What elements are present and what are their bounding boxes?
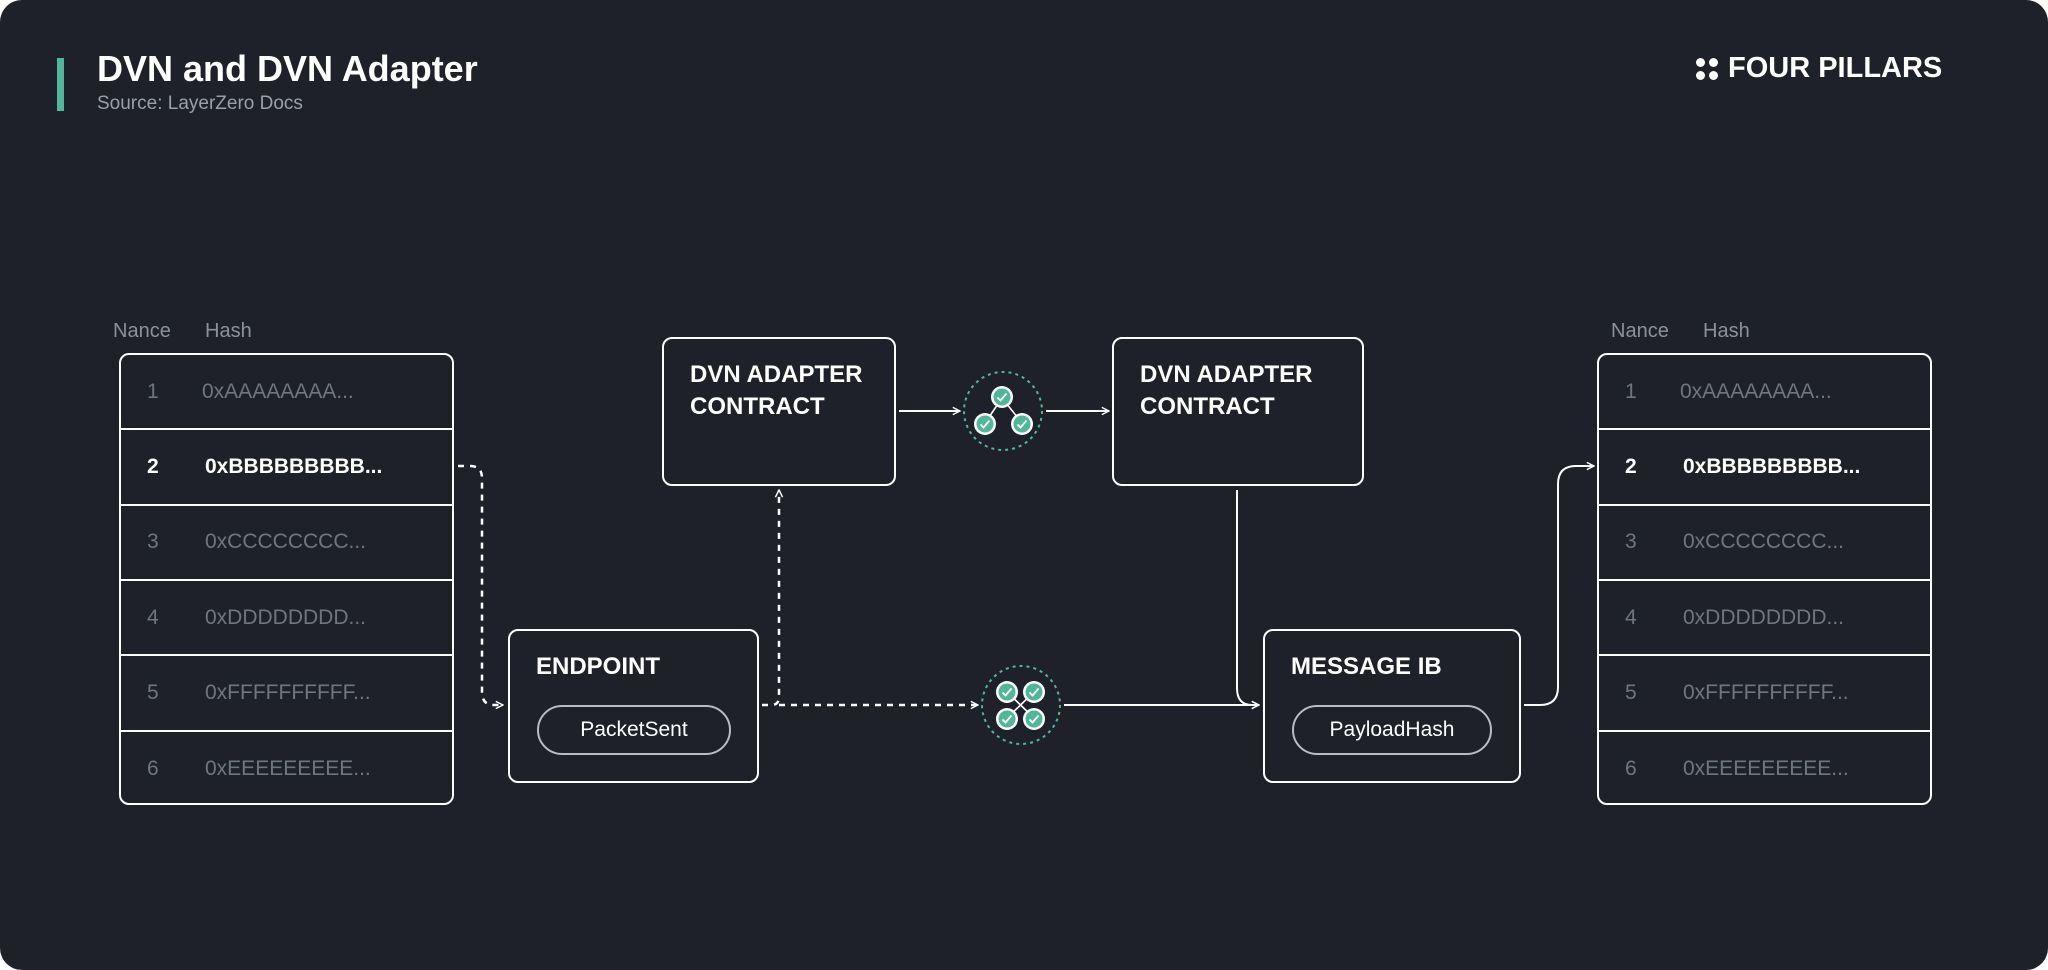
nonce-cell: 2: [1625, 454, 1637, 478]
source-to-endpoint-connector: [458, 464, 503, 705]
packet-sent-pill: PacketSent: [537, 705, 731, 755]
hash-cell: 0xAAAAAAAA...: [1680, 379, 1832, 403]
nonce-cell: 5: [147, 680, 159, 704]
table-row: 4 0xDDDDDDDD...: [121, 581, 452, 657]
nonce-cell: 4: [147, 605, 159, 629]
nonce-cell: 3: [1625, 530, 1637, 554]
nonce-cell: 3: [147, 530, 159, 554]
table-row: 1 0xAAAAAAAA...: [1599, 355, 1930, 431]
hash-cell: 0xCCCCCCCC...: [1683, 530, 1845, 554]
table-row: 1 0xAAAAAAAA...: [121, 355, 452, 431]
message-lib-box: MESSAGE IB PayloadHash: [1263, 629, 1521, 783]
hash-cell: 0xCCCCCCCC...: [205, 530, 367, 554]
hash-cell: 0xDDDDDDDD...: [205, 605, 367, 629]
endpoint-box: ENDPOINT PacketSent: [508, 629, 759, 783]
adapter-to-messagelib-connector: [1236, 490, 1259, 705]
destination-nonce-table: 1 0xAAAAAAAA... 2 0xBBBBBBBBB... 3 0xCCC…: [1597, 353, 1932, 805]
adapter-source-title: DVN ADAPTER CONTRACT: [690, 361, 863, 420]
page-title: DVN and DVN Adapter: [97, 48, 478, 89]
hash-cell: 0xFFFFFFFFFF...: [205, 680, 371, 704]
check-icon: [974, 413, 996, 435]
endpoint-title: ENDPOINT: [536, 653, 661, 680]
destination-nonce-header: Nance: [1611, 320, 1669, 342]
hash-cell: 0xEEEEEEEEE...: [205, 757, 371, 781]
hash-cell: 0xBBBBBBBBB...: [205, 454, 383, 478]
nonce-cell: 1: [147, 379, 159, 403]
source-caption: Source: LayerZero Docs: [97, 93, 303, 114]
four-dots-icon: [1696, 57, 1718, 80]
check-icon: [1023, 681, 1045, 703]
hash-cell: 0xEEEEEEEEE...: [1683, 757, 1849, 781]
nonce-cell: 4: [1625, 605, 1637, 629]
table-row-active: 2 0xBBBBBBBBB...: [121, 430, 452, 506]
nonce-cell: 6: [1625, 757, 1637, 781]
three-node-network-icon: [963, 371, 1043, 451]
table-row: 3 0xCCCCCCCC...: [1599, 506, 1930, 581]
endpoint-to-adapter-connector: [762, 490, 779, 707]
title-accent-bar: [57, 58, 64, 111]
dvn-adapter-contract-destination: DVN ADAPTER CONTRACT: [1112, 337, 1364, 486]
nonce-cell: 1: [1625, 379, 1637, 403]
check-icon: [996, 681, 1018, 703]
message-lib-title: MESSAGE IB: [1291, 653, 1442, 680]
table-row-active: 2 0xBBBBBBBBB...: [1599, 430, 1930, 506]
source-nonce-table: 1 0xAAAAAAAA... 2 0xBBBBBBBBB... 3 0xCCC…: [119, 353, 454, 805]
table-row: 5 0xFFFFFFFFFF...: [1599, 656, 1930, 732]
payload-hash-pill: PayloadHash: [1292, 705, 1492, 755]
brand-logo: FOUR PILLARS: [1696, 52, 1942, 85]
nonce-cell: 5: [1625, 680, 1637, 704]
table-row: 6 0xEEEEEEEEE...: [1599, 732, 1930, 803]
adapter-destination-title: DVN ADAPTER CONTRACT: [1140, 361, 1313, 420]
destination-hash-header: Hash: [1703, 320, 1750, 342]
brand-name: FOUR PILLARS: [1728, 52, 1943, 84]
table-row: 3 0xCCCCCCCC...: [121, 506, 452, 581]
check-icon: [1023, 708, 1045, 730]
hash-cell: 0xFFFFFFFFFF...: [1683, 680, 1849, 704]
table-row: 6 0xEEEEEEEEE...: [121, 732, 452, 803]
messagelib-to-destination-connector: [1524, 466, 1594, 706]
source-nonce-header: Nance: [113, 320, 171, 342]
nonce-cell: 2: [147, 454, 159, 478]
source-hash-header: Hash: [205, 320, 252, 342]
nonce-cell: 6: [147, 757, 159, 781]
hash-cell: 0xBBBBBBBBB...: [1683, 454, 1861, 478]
check-icon: [991, 386, 1013, 408]
table-row: 5 0xFFFFFFFFFF...: [121, 656, 452, 732]
dvn-adapter-contract-source: DVN ADAPTER CONTRACT: [662, 337, 896, 486]
check-icon: [996, 708, 1018, 730]
hash-cell: 0xDDDDDDDD...: [1683, 605, 1845, 629]
check-icon: [1011, 413, 1033, 435]
hash-cell: 0xAAAAAAAA...: [202, 379, 354, 403]
four-node-network-icon: [981, 665, 1061, 745]
table-row: 4 0xDDDDDDDD...: [1599, 581, 1930, 657]
